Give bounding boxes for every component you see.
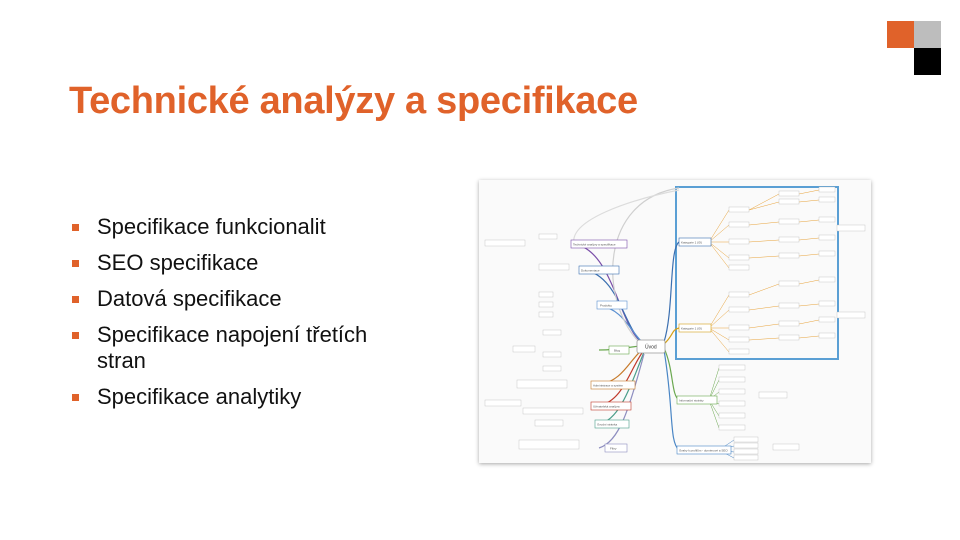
mindmap-node-label: Kategorie 1 (Úl) bbox=[681, 326, 702, 331]
bullet-list: Specifikace funkcionalit SEO specifikace… bbox=[70, 214, 390, 420]
bullet-item: SEO specifikace bbox=[70, 250, 390, 276]
mindmap-center-node bbox=[636, 339, 666, 354]
bullet-text: SEO specifikace bbox=[97, 250, 259, 275]
mindmap-connectors bbox=[573, 187, 680, 451]
mindmap-branch-lines-top bbox=[708, 189, 820, 269]
mindmap-node-label: Dokumentace bbox=[581, 269, 600, 273]
mindmap-node-label: Filtry bbox=[610, 447, 617, 451]
bullet-text: Specifikace napojení třetích stran bbox=[97, 322, 368, 373]
mindmap-node-label: Administrace a systém bbox=[593, 384, 624, 388]
mindmap-node-label: Technické analýzy a specifikace bbox=[573, 243, 616, 247]
black-square-decoration bbox=[914, 48, 941, 75]
mindmap-leaf-nodes bbox=[484, 186, 866, 461]
bullet-marker-icon bbox=[72, 224, 79, 231]
mindmap-svg: Technické analýzy a specifikace Dokument… bbox=[484, 186, 866, 461]
bullet-item: Specifikace analytiky bbox=[70, 384, 390, 410]
bullet-marker-icon bbox=[72, 332, 79, 339]
bullet-marker-icon bbox=[72, 260, 79, 267]
mindmap-image: Technické analýzy a specifikace Dokument… bbox=[479, 180, 871, 463]
mindmap-node-label: Úvahy k profilům - doménové a SEO bbox=[679, 448, 728, 453]
bullet-item: Datová specifikace bbox=[70, 286, 390, 312]
bullet-text: Datová specifikace bbox=[97, 286, 282, 311]
mindmap-node-label: Úvodní stránka bbox=[597, 422, 618, 427]
bullet-marker-icon bbox=[72, 296, 79, 303]
bullet-text: Specifikace funkcionalit bbox=[97, 214, 326, 239]
bullet-item: Specifikace funkcionalit bbox=[70, 214, 390, 240]
orange-square-decoration bbox=[887, 21, 914, 48]
mindmap-node-label: Informační stránky bbox=[679, 399, 704, 403]
mindmap-node-label: Blog bbox=[614, 349, 620, 353]
mindmap-node-label: Produkty bbox=[600, 304, 612, 308]
mindmap-main-nodes: Technické analýzy a specifikace Dokument… bbox=[570, 237, 732, 455]
mindmap-node-label: Uživatelská analýza bbox=[593, 405, 620, 409]
bullet-text: Specifikace analytiky bbox=[97, 384, 302, 409]
mindmap-node-label: Kategorie 1 (Úl) bbox=[681, 240, 702, 245]
gray-square-decoration bbox=[914, 21, 941, 48]
bullet-item: Specifikace napojení třetích stran bbox=[70, 322, 390, 374]
bullet-marker-icon bbox=[72, 394, 79, 401]
mindmap-branch-lines-bottom bbox=[708, 279, 820, 353]
mindmap-highlight-box bbox=[675, 186, 839, 360]
slide-title: Technické analýzy a specifikace bbox=[69, 80, 638, 122]
mindmap-center-label: Úvod bbox=[645, 344, 657, 351]
